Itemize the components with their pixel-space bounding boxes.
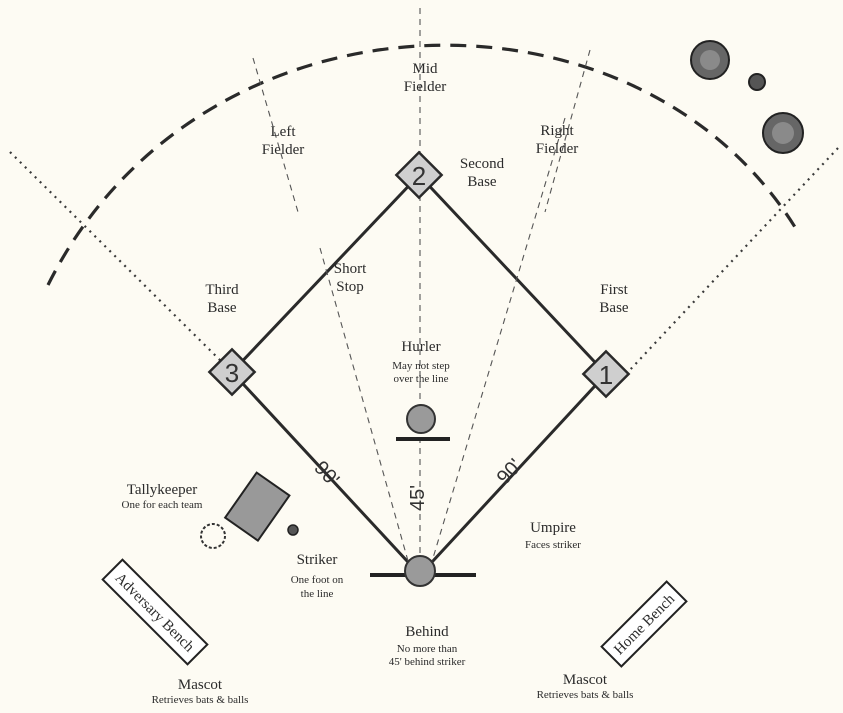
home-plate [370, 555, 476, 587]
svg-text:2: 2 [412, 161, 426, 191]
hurler-label: Hurler May not step over the line [392, 339, 450, 385]
svg-text:Faces striker: Faces striker [525, 539, 581, 551]
second-base: 2 [394, 150, 444, 200]
svg-text:Stop: Stop [336, 279, 364, 295]
svg-text:Retrieves bats & balls: Retrieves bats & balls [152, 694, 249, 706]
svg-text:Home Bench: Home Bench [611, 591, 678, 658]
svg-text:Umpire: Umpire [530, 520, 576, 536]
svg-text:Tallykeeper: Tallykeeper [127, 482, 198, 498]
svg-text:Retrieves bats & balls: Retrieves bats & balls [537, 689, 634, 701]
outfield-boundary-arc [46, 43, 800, 286]
svg-text:Mid: Mid [412, 61, 438, 77]
umpire-label: Umpire Faces striker [525, 520, 581, 551]
svg-text:Base: Base [207, 300, 237, 316]
hurler-distance: 45' [407, 485, 429, 511]
left-foul-line [9, 151, 233, 373]
position-rays [252, 8, 591, 569]
tally-table [200, 471, 299, 549]
behind-label: Behind No more than 45' behind striker [389, 624, 466, 668]
svg-text:Left: Left [271, 124, 297, 140]
svg-text:May not step: May not step [392, 360, 450, 372]
adversary-bench: Adversary Bench [101, 558, 209, 666]
home-bench: Home Bench [600, 580, 688, 668]
infield-diamond [230, 173, 608, 577]
mid-fielder-label: Mid Fielder [404, 61, 447, 95]
svg-text:Mascot: Mascot [563, 672, 608, 688]
svg-text:Adversary Bench: Adversary Bench [112, 570, 198, 656]
svg-text:Right: Right [540, 123, 574, 139]
svg-text:Fielder: Fielder [262, 142, 305, 158]
svg-text:Striker: Striker [297, 552, 338, 568]
third-base-label: Third Base [205, 282, 239, 316]
left-fielder-label: Left Fielder [262, 124, 305, 158]
svg-text:One foot on: One foot on [291, 574, 344, 586]
bushes-icon [690, 40, 804, 154]
first-base: 1 [581, 349, 631, 399]
third-base: 3 [207, 347, 257, 397]
second-base-label: Second Base [460, 156, 505, 190]
short-stop-label: Short Stop [334, 261, 367, 295]
first-base-label: First Base [599, 282, 629, 316]
svg-text:over the line: over the line [394, 373, 449, 385]
svg-text:Base: Base [467, 174, 497, 190]
svg-text:Base: Base [599, 300, 629, 316]
right-foul-line [627, 147, 839, 373]
right-fielder-label: Right Fielder [536, 123, 579, 157]
svg-text:45' behind striker: 45' behind striker [389, 656, 466, 668]
tallykeeper-label: Tallykeeper One for each team [122, 482, 203, 511]
striker-label: Striker One foot on the line [291, 552, 344, 600]
mascot-left-label: Mascot Retrieves bats & balls [152, 677, 249, 706]
svg-text:Fielder: Fielder [404, 79, 447, 95]
svg-text:the line: the line [301, 588, 334, 600]
svg-text:Hurler: Hurler [401, 339, 440, 355]
svg-text:Second: Second [460, 156, 505, 172]
svg-text:Behind: Behind [405, 624, 449, 640]
first-to-home-distance: 90' [493, 455, 527, 489]
svg-text:Third: Third [205, 282, 239, 298]
svg-text:No more than: No more than [397, 643, 458, 655]
svg-text:One for each team: One for each team [122, 499, 203, 511]
svg-text:Fielder: Fielder [536, 141, 579, 157]
svg-text:First: First [600, 282, 628, 298]
hurler-mound [396, 404, 450, 441]
svg-text:1: 1 [599, 360, 613, 390]
mascot-right-label: Mascot Retrieves bats & balls [537, 672, 634, 701]
svg-text:3: 3 [225, 358, 239, 388]
svg-text:Mascot: Mascot [178, 677, 223, 693]
svg-text:Short: Short [334, 261, 367, 277]
